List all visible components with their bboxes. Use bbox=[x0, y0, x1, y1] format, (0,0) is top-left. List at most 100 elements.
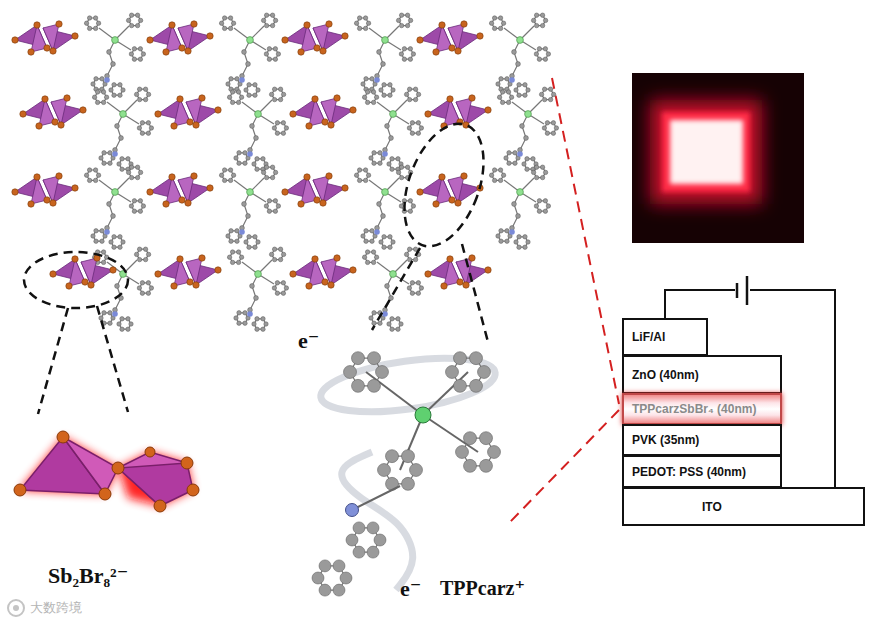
nitrogen-atom bbox=[239, 77, 245, 83]
atom bbox=[363, 168, 367, 172]
atom bbox=[84, 173, 88, 177]
atom bbox=[112, 235, 116, 239]
atom bbox=[118, 93, 122, 97]
atom bbox=[229, 239, 233, 243]
atom bbox=[517, 93, 521, 97]
atom bbox=[163, 49, 169, 55]
atom bbox=[352, 379, 365, 392]
atom bbox=[399, 13, 403, 17]
nitrogen-atom bbox=[509, 229, 515, 235]
annotation: e⁻ bbox=[298, 330, 319, 352]
photo-emission bbox=[670, 120, 743, 184]
atom bbox=[247, 235, 251, 239]
atom bbox=[399, 204, 403, 208]
atom bbox=[433, 201, 439, 207]
atom bbox=[193, 282, 199, 288]
atom bbox=[425, 111, 431, 117]
atom bbox=[179, 45, 185, 51]
atom bbox=[534, 52, 538, 56]
atom bbox=[447, 96, 453, 102]
atom bbox=[407, 126, 411, 130]
atom bbox=[382, 93, 386, 97]
atom bbox=[146, 291, 150, 295]
atom bbox=[320, 48, 326, 54]
tetrahedron bbox=[321, 258, 337, 285]
atom bbox=[138, 57, 142, 61]
atom bbox=[326, 173, 332, 179]
atom bbox=[377, 50, 382, 55]
atom bbox=[94, 229, 98, 233]
atom bbox=[506, 100, 510, 104]
atom bbox=[378, 161, 382, 165]
logo-ring bbox=[8, 600, 24, 616]
atom bbox=[163, 201, 169, 207]
layer-label: PEDOT: PSS (40nm) bbox=[632, 465, 746, 479]
atom bbox=[372, 161, 376, 165]
atom bbox=[237, 151, 241, 155]
atom bbox=[388, 235, 392, 239]
atom bbox=[242, 202, 247, 207]
atom bbox=[235, 229, 239, 233]
atom bbox=[138, 199, 142, 203]
atom bbox=[334, 255, 340, 261]
atom bbox=[109, 240, 113, 244]
atom bbox=[107, 202, 112, 207]
atom bbox=[378, 151, 382, 155]
phosphorus-atom bbox=[415, 407, 431, 423]
atom bbox=[267, 199, 271, 203]
atom bbox=[138, 170, 142, 174]
atom bbox=[385, 284, 390, 289]
nitrogen-atom bbox=[112, 151, 118, 157]
atom bbox=[492, 26, 496, 30]
atom bbox=[281, 121, 285, 125]
tetrahedron bbox=[178, 176, 194, 203]
atom bbox=[155, 111, 161, 117]
phosphorus-atom bbox=[517, 37, 524, 44]
atom bbox=[499, 229, 503, 233]
tetrahedron bbox=[51, 98, 67, 125]
layer-label: PVK (35nm) bbox=[632, 433, 699, 447]
atom bbox=[281, 131, 285, 135]
atom bbox=[137, 286, 141, 290]
atom bbox=[328, 282, 334, 288]
atom bbox=[312, 96, 318, 102]
atom bbox=[498, 178, 502, 182]
atom bbox=[499, 77, 503, 81]
atom bbox=[129, 175, 133, 179]
atom bbox=[537, 199, 541, 203]
atom bbox=[34, 22, 40, 28]
atom bbox=[145, 447, 155, 457]
atom bbox=[118, 83, 122, 87]
tetrahedron bbox=[448, 24, 464, 51]
annotation: Sb₂Br₈²⁻ bbox=[48, 565, 128, 587]
atom bbox=[350, 107, 356, 113]
atom bbox=[193, 122, 199, 128]
atom bbox=[34, 174, 40, 180]
bond bbox=[385, 114, 393, 150]
atom bbox=[419, 286, 423, 290]
atom bbox=[267, 47, 271, 51]
bond bbox=[115, 274, 123, 310]
atom bbox=[314, 197, 320, 203]
atom bbox=[376, 366, 389, 379]
atom bbox=[121, 88, 125, 92]
atom bbox=[80, 107, 86, 113]
atom bbox=[374, 255, 378, 259]
atom bbox=[366, 173, 370, 177]
atom bbox=[385, 124, 390, 129]
atom bbox=[93, 178, 97, 182]
nitrogen-atom bbox=[509, 77, 515, 83]
nitrogen-atom bbox=[247, 151, 253, 157]
nitrogen-atom bbox=[374, 77, 380, 83]
atom bbox=[104, 95, 108, 99]
atom bbox=[505, 239, 509, 243]
atom bbox=[387, 322, 391, 326]
atom bbox=[365, 260, 369, 264]
bond bbox=[107, 192, 115, 228]
atom bbox=[72, 185, 78, 191]
atom bbox=[408, 199, 412, 203]
atom bbox=[402, 47, 406, 51]
atom bbox=[370, 239, 374, 243]
atom bbox=[344, 366, 357, 379]
atom bbox=[243, 161, 247, 165]
